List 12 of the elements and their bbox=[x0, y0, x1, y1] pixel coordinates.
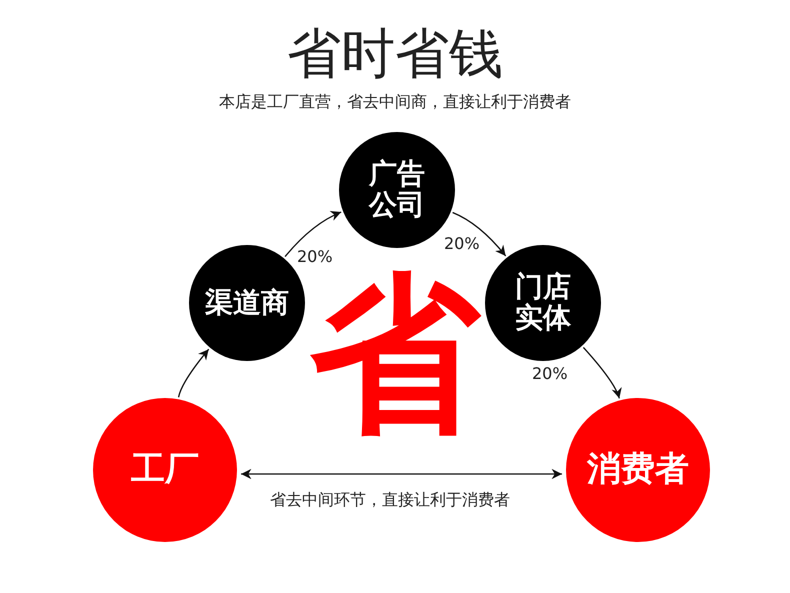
node-label: 工厂 bbox=[131, 451, 199, 489]
arrow bbox=[582, 346, 622, 399]
node-label: 渠道商 bbox=[205, 288, 289, 318]
node-label: 门店实体 bbox=[515, 272, 571, 334]
title: 省时省钱 bbox=[286, 21, 504, 87]
large-character: 省 bbox=[310, 270, 482, 440]
arrow bbox=[452, 212, 506, 256]
arrow bbox=[178, 348, 210, 398]
subtitle: 本店是工厂直营，省去中间商，直接让利于消费者 bbox=[218, 92, 572, 113]
node-label: 消费者 bbox=[587, 451, 689, 489]
node-label: 广告公司 bbox=[369, 159, 425, 221]
arrow bbox=[284, 211, 342, 258]
